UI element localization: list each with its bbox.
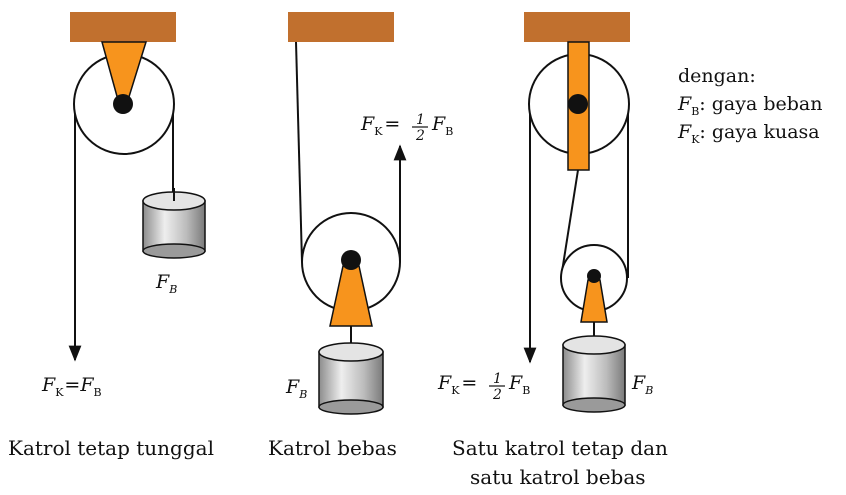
pulley-axle bbox=[113, 94, 133, 114]
single-fixed-pulley-diagram: FB FK=FB Katrol tetap tunggal bbox=[8, 12, 214, 460]
effort-force-label: FK=FB bbox=[41, 374, 102, 399]
movable-pulley-diagram: FB FK= 1 2 FB Katrol bebas bbox=[268, 12, 453, 460]
effort-force-rhs: FB bbox=[431, 113, 453, 138]
pulley-axle bbox=[568, 94, 588, 114]
effort-force-label: FK= bbox=[360, 113, 400, 138]
diagram-caption-line-1: Satu katrol tetap dan bbox=[452, 436, 668, 460]
legend: dengan: FB: gaya beban FK: gaya kuasa bbox=[677, 65, 822, 146]
legend-item-effort: FK: gaya kuasa bbox=[677, 121, 820, 146]
ceiling-beam bbox=[288, 12, 394, 42]
load-label: FB bbox=[631, 372, 653, 397]
fraction-numerator: 1 bbox=[416, 112, 425, 128]
effort-force-rhs: FB bbox=[508, 372, 530, 397]
diagram-caption: Katrol tetap tunggal bbox=[8, 436, 214, 460]
rope-anchor-side bbox=[295, 41, 303, 263]
diagram-caption-line-2: satu katrol bebas bbox=[470, 465, 646, 489]
load-weight bbox=[562, 335, 626, 413]
fraction-denominator: 2 bbox=[492, 387, 502, 403]
rope-strap-to-movable-left bbox=[560, 169, 579, 279]
legend-heading: dengan: bbox=[678, 65, 756, 87]
effort-force-label: FK= bbox=[437, 372, 477, 397]
load-label: FB bbox=[155, 271, 177, 296]
load-weight bbox=[142, 191, 206, 259]
ceiling-beam bbox=[70, 12, 176, 42]
fraction-numerator: 1 bbox=[493, 371, 502, 387]
load-weight bbox=[318, 342, 384, 415]
legend-item-load: FB: gaya beban bbox=[677, 93, 822, 118]
compound-pulley-diagram: FB FK= 1 2 FB Satu katrol tetap dan satu… bbox=[437, 12, 668, 489]
load-label: FB bbox=[285, 376, 307, 401]
ceiling-beam bbox=[524, 12, 630, 42]
fraction-denominator: 2 bbox=[415, 128, 425, 144]
pulley-axle bbox=[341, 250, 361, 270]
pulley-axle-small bbox=[587, 269, 601, 283]
diagram-caption: Katrol bebas bbox=[268, 436, 397, 460]
